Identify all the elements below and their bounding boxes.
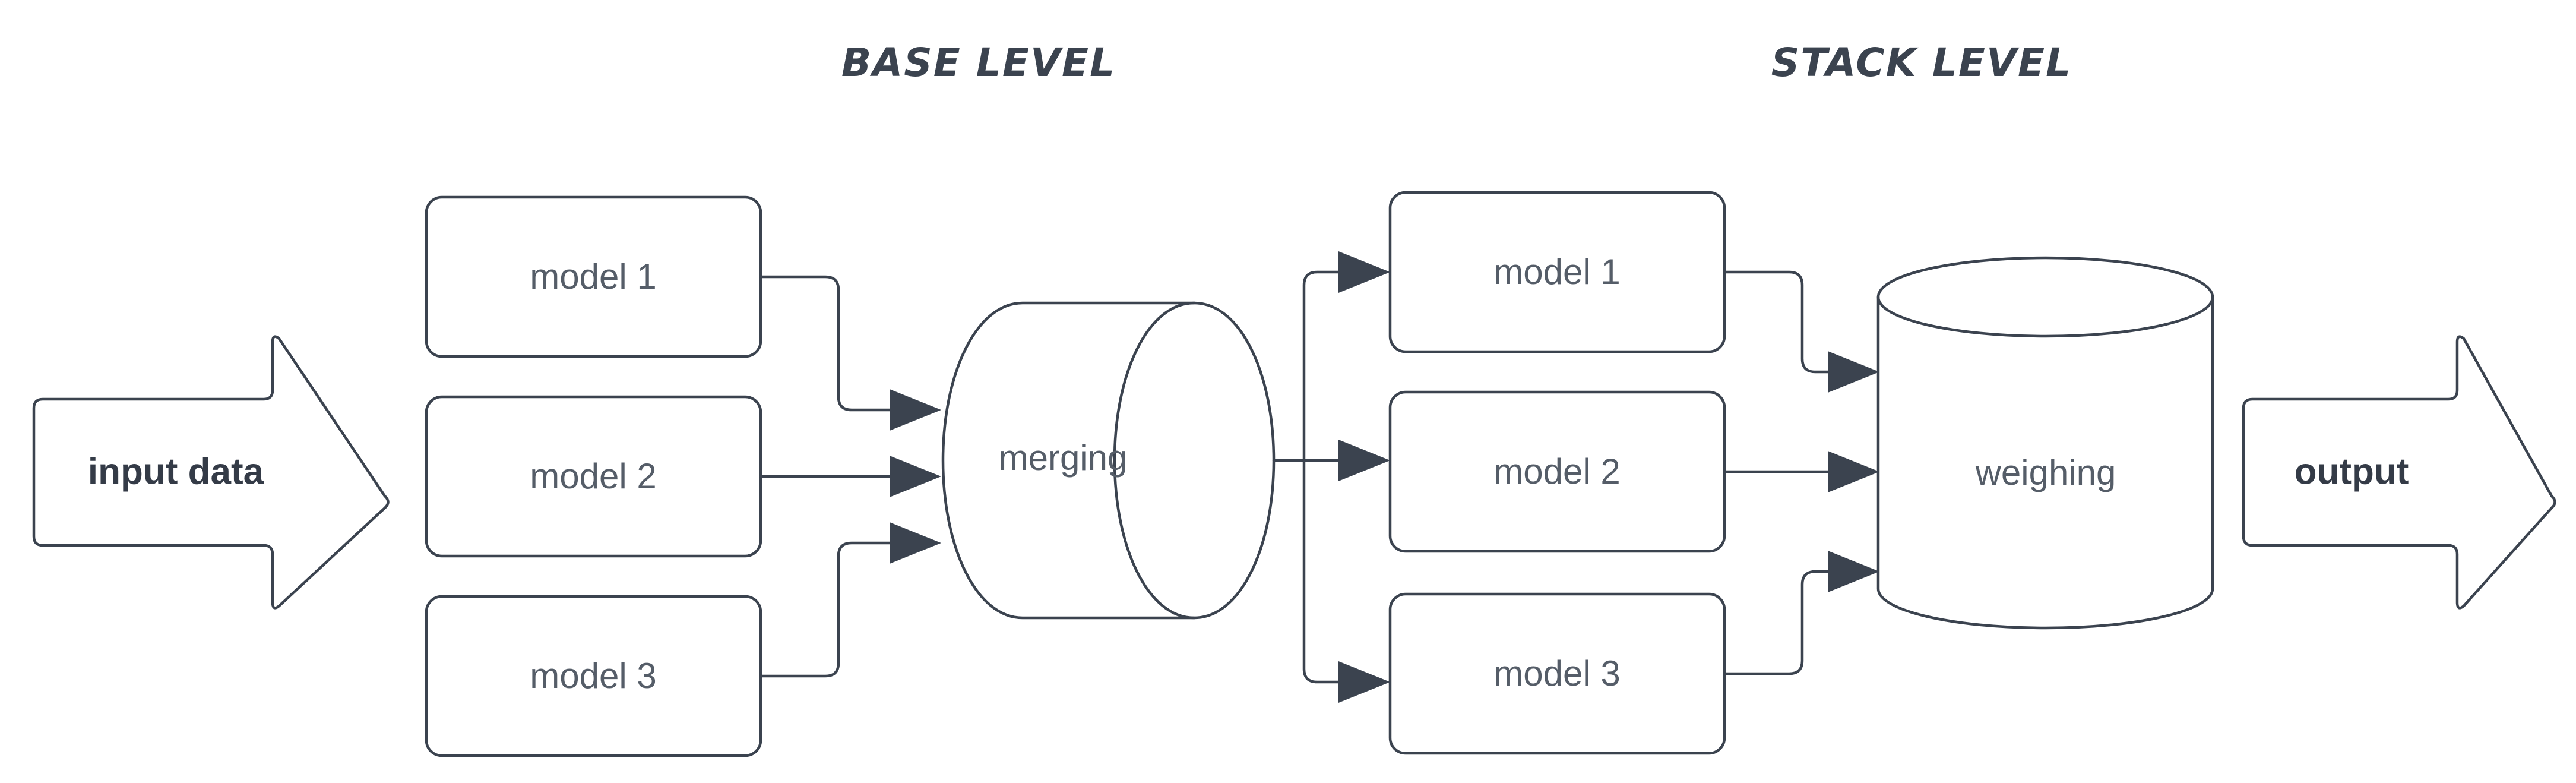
weighing-cylinder-top-ellipse [1876,295,2214,338]
base-model-1-label: model 1 [530,257,656,296]
stack-model-1-node[interactable]: model 1 [1388,191,1726,353]
connector-base-model-2-to-merging [759,456,941,497]
merging-label: merging [999,438,1128,478]
output-arrow: output [2242,335,2556,610]
arrowhead-stack-model-1 [1338,251,1390,293]
stack-model-2-node[interactable]: model 2 [1388,390,1726,553]
input-data-label: input data [88,451,264,492]
stack-model-3-node[interactable]: model 3 [1388,592,1726,755]
connector-base-model-1-to-merging [759,275,941,431]
stack-model-3-label: model 3 [1493,653,1620,693]
arrowhead-base-model-2 [890,456,941,497]
arrowhead-base-model-3 [890,522,941,564]
weighing-cylinder-body[interactable] [1876,256,2214,630]
merging-cylinder-cap [1113,301,1196,620]
connector-stack-model-3-to-weighing [1723,551,1879,675]
connector-merging-to-stack-models [1272,251,1390,703]
weighing-label: weighing [1975,453,2116,492]
arrowhead-weighing-1 [1828,351,1879,393]
connector-stack-model-1-to-weighing [1723,270,1879,393]
output-label: output [2295,451,2409,492]
arrowhead-stack-model-3 [1338,661,1390,703]
connector-stack-model-2-to-weighing [1723,451,1879,492]
stack-model-1-label: model 1 [1493,252,1620,292]
arrowhead-stack-model-2 [1338,440,1390,481]
stack-model-2-label: model 2 [1493,452,1620,491]
arrowhead-weighing-2 [1828,451,1879,492]
input-arrow-shape [32,335,390,610]
stack-level-heading: STACK LEVEL [1771,40,2072,86]
arrowhead-weighing-3 [1828,551,1879,592]
output-arrow-shape [2242,335,2556,610]
weighing-cylinder-node[interactable]: weighing [1876,256,2214,630]
base-level-heading: BASE LEVEL [841,40,1116,86]
base-model-2-label: model 2 [530,456,656,496]
base-model-3-label: model 3 [530,656,656,696]
base-model-1-node[interactable]: model 1 [425,195,762,358]
base-model-2-node[interactable]: model 2 [425,395,762,558]
input-data-arrow: input data [32,335,390,610]
arrowhead-base-model-1 [890,389,941,431]
base-model-3-node[interactable]: model 3 [425,595,762,757]
connector-base-model-3-to-merging [759,522,941,678]
merging-cylinder-node[interactable]: merging [941,301,1276,620]
